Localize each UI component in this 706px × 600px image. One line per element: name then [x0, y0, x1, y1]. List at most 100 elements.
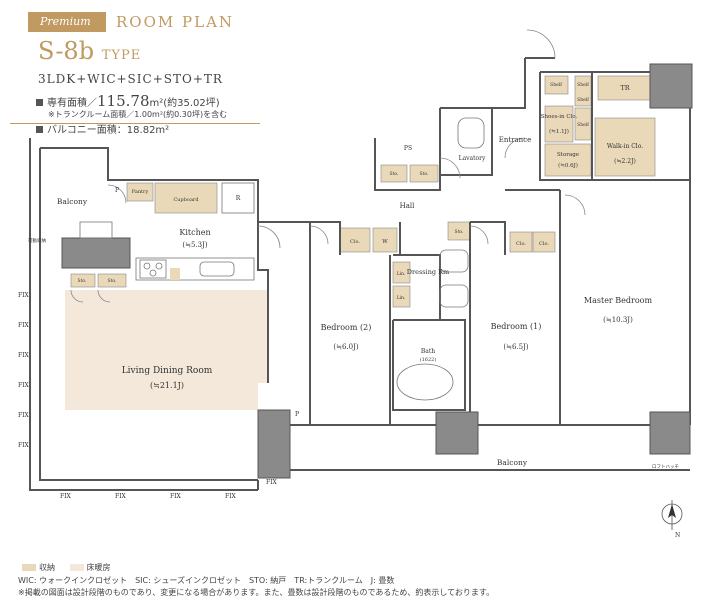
- entry-door-swing: [526, 29, 556, 59]
- fix-label: FIX: [225, 493, 237, 500]
- legend-storage: 収納: [39, 563, 55, 572]
- clo-fill-1b: [532, 231, 556, 253]
- w-fill: [372, 227, 398, 253]
- balcony-spec: バルコニー面積：18.82m²: [36, 121, 169, 136]
- hall-label: Hall: [400, 202, 416, 210]
- shelf-label: Shelf: [577, 82, 589, 88]
- bullet-square-icon: [36, 99, 43, 106]
- clo-label: Clo.: [539, 241, 549, 247]
- lavatory-wall: [439, 107, 493, 176]
- bath-size: (1622): [420, 356, 437, 363]
- walkin-size: (≒2.2J): [614, 158, 636, 165]
- disclaimer-note: ※掲載の図面は設計段階のものであり、変更になる場合があります。また、畳数は設計段…: [18, 588, 495, 597]
- type-code-value: S-8b: [38, 37, 95, 65]
- sto-label: Sto.: [108, 278, 118, 284]
- bed2-door-swing: [309, 225, 329, 245]
- door-swings: [70, 29, 586, 303]
- type-suffix: TYPE: [101, 48, 142, 63]
- storage-fills: [70, 75, 656, 308]
- north-label: N: [675, 532, 680, 539]
- kitchen-size: (≒5.3J): [182, 241, 208, 249]
- entrance-label: Entrance: [499, 136, 532, 144]
- master-door-swing: [564, 194, 586, 216]
- dressing-label: Dressing Rm: [407, 268, 449, 276]
- storage-swatch: [22, 564, 36, 571]
- outer-wall-left: [29, 138, 258, 491]
- lin-label: Lin.: [397, 271, 406, 277]
- clo-label: Clo.: [516, 241, 526, 247]
- sto-label: Sto.: [455, 229, 465, 235]
- walkin-label: Walk-in Clo.: [607, 143, 643, 150]
- cupboard-label: Cupboard: [173, 197, 199, 203]
- layout-code: 3LDK+WIC+SIC+STO+TR: [38, 72, 223, 86]
- header-rule: [10, 123, 260, 124]
- kitchen-wall: [40, 147, 310, 223]
- burner-icon: [155, 262, 163, 270]
- bath-label: Bath: [421, 348, 435, 355]
- room-plan-title: ROOM PLAN: [116, 13, 235, 31]
- trunk-note: ※トランクルーム面積／1.00m²(約0.30坪)を含む: [48, 110, 228, 119]
- pillar-bottom-left: [257, 409, 291, 479]
- legend: 収納 床暖房: [22, 562, 111, 573]
- balcony-area-label: バルコニー面積：18.82m²: [47, 125, 170, 136]
- kitchen-label: Kitchen: [179, 228, 210, 237]
- bed2-label: Bedroom (2): [321, 323, 372, 332]
- loft-hatch-tag: ロフトハッチ: [652, 464, 679, 470]
- ps-label: PS: [404, 145, 412, 152]
- pantry-label: Pantry: [132, 189, 149, 195]
- lin-label: Lin.: [397, 295, 406, 301]
- fix-label: FIX: [18, 442, 30, 449]
- pantry-box: [79, 221, 113, 239]
- p-label: P: [115, 187, 119, 194]
- shelf-label: Shelf: [577, 122, 589, 128]
- fix-label: FIX: [18, 352, 30, 359]
- sto-label: Sto.: [78, 278, 88, 284]
- inner-wall-left: [39, 148, 258, 481]
- kitchen-storage-fill: [170, 268, 180, 280]
- storage-fill: [544, 143, 592, 177]
- pillar-bottom-mid: [435, 411, 479, 455]
- pillar-bottom-right: [649, 411, 691, 455]
- bullet-square-icon: [36, 126, 43, 133]
- fix-labels: FIX FIX FIX FIX FIX FIX FIX FIX FIX FIX …: [18, 292, 278, 500]
- sto-door-2: [97, 289, 111, 303]
- master-label: Master Bedroom: [584, 296, 653, 305]
- tr-fill: [597, 75, 654, 101]
- balcony-left-label: Balcony: [57, 197, 88, 206]
- sto-fill-4: [409, 164, 439, 183]
- sink: [199, 261, 235, 277]
- north-compass-icon: [661, 500, 683, 530]
- sto-door-1: [70, 289, 84, 303]
- sto-label: Sto.: [390, 171, 400, 177]
- bed1-top: [470, 221, 506, 255]
- shelf-fill-1: [544, 75, 569, 95]
- fix-label: FIX: [18, 382, 30, 389]
- bed1-label: Bedroom (1): [491, 322, 542, 331]
- area-value: 115.78: [97, 92, 150, 110]
- master-size: (≒10.3J): [603, 316, 633, 324]
- ldk-wall: [257, 180, 269, 383]
- fridge-space: [221, 182, 255, 214]
- area-spec: 専有面積／115.78m²(約35.02坪): [36, 92, 220, 110]
- shoes-label: Shoes-in Clo.: [541, 114, 578, 120]
- clo-label: Clo.: [350, 239, 360, 245]
- premium-badge: Premium: [28, 12, 106, 32]
- hall-door-swing: [257, 225, 281, 249]
- type-code: S-8b TYPE: [38, 38, 141, 69]
- ldk-label: Living Dining Room: [122, 366, 213, 376]
- lin-fill-2: [392, 285, 411, 308]
- fix-label: FIX: [18, 292, 30, 299]
- lavatory-label: Lavatory: [459, 155, 486, 162]
- lav-door-swing: [504, 137, 526, 159]
- sto-fill-2: [97, 273, 127, 288]
- r-label: R: [236, 195, 241, 202]
- fix-label: FIX: [115, 493, 127, 500]
- wash-basin-1: [439, 249, 469, 273]
- fix-label: FIX: [170, 493, 182, 500]
- badge-row: Premium ROOM PLAN: [28, 12, 260, 32]
- closet-inner: [539, 72, 690, 181]
- room-labels: Living Dining Room (≒21.1J) Kitchen (≒5.…: [28, 82, 679, 470]
- burner-icon: [149, 269, 157, 277]
- area-label: 専有面積／: [47, 98, 97, 109]
